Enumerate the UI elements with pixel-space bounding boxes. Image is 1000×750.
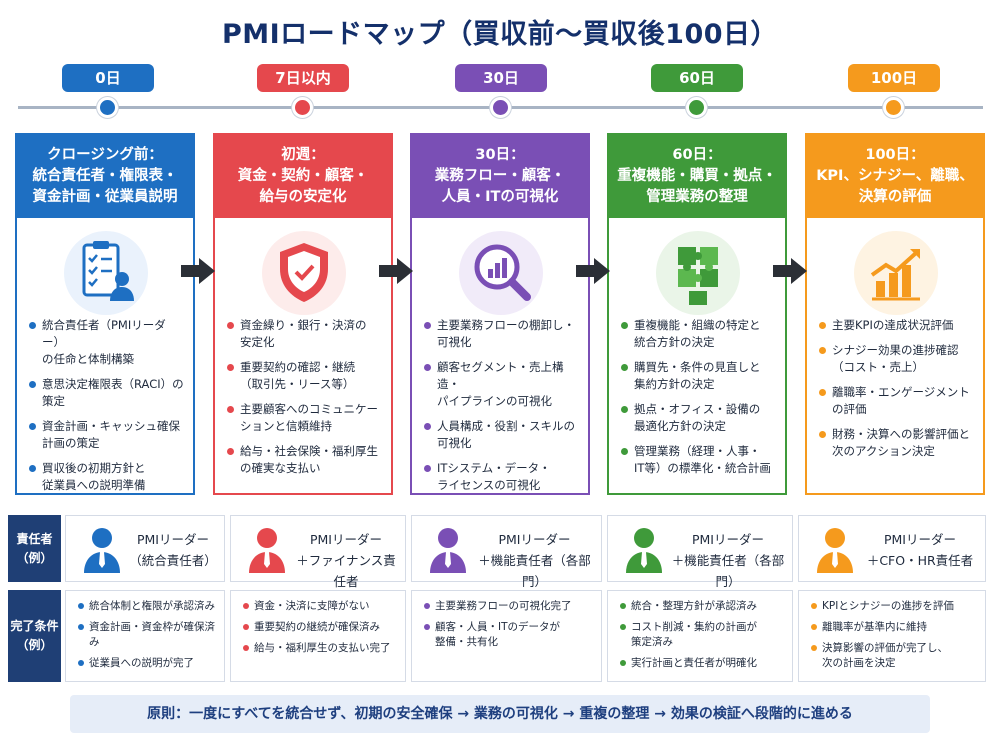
shield-check-icon — [262, 231, 346, 315]
person-icon — [817, 528, 853, 573]
puzzle-pieces-icon — [656, 231, 740, 315]
arrow-right-icon — [181, 258, 215, 284]
completion-cell-1: 資金・決済に支障がない 重要契約の継続が確保済み 給与・福利厚生の支払い完了 — [230, 590, 406, 682]
completion-cell-4: KPIとシナジーの進捗を評価 離職率が基準内に維持 決算影響の評価が完了し、 次… — [798, 590, 986, 682]
phase-task-list: 主要KPIの達成状況評価 シナジー効果の進捗確認 （コスト・売上） 離職率・エン… — [819, 317, 977, 468]
list-item: 主要業務フローの可視化完了 — [424, 599, 601, 614]
phase-card-0: クロージング前： 統合責任者・権限表・ 資金計画・従業員説明 統合責任者（PMI… — [15, 133, 195, 495]
phase-card-4: 100日： KPI、シナジー、離職、 決算の評価 主要KPIの達成状況評価 シナ… — [805, 133, 985, 495]
arrow-right-icon — [773, 258, 807, 284]
responsible-text: PMIリーダー ＋機能責任者（各部門） — [671, 532, 785, 589]
list-item: 給与・福利厚生の支払い完了 — [243, 641, 405, 656]
timeline-label: 0日 — [62, 64, 154, 92]
responsible-text: PMIリーダー ＋CFO・HR責任者 — [866, 532, 974, 568]
phase-task-list: 統合責任者（PMIリーダー） の任命と体制構築 意思決定権限表（RACI）の 策… — [29, 317, 187, 502]
list-item: コスト削減・集約の計画が 策定済み — [620, 620, 792, 650]
arrow-right-icon — [379, 258, 413, 284]
completion-cell-0: 統合体制と権限が承認済み 資金計画・資金枠が確保済み 従業員への説明が完了 — [65, 590, 225, 682]
magnifier-chart-icon — [459, 231, 543, 315]
timeline-dot — [292, 97, 313, 118]
timeline-label: 7日以内 — [257, 64, 349, 92]
list-item: 管理業務（経理・人事・ IT等）の標準化・統合計画 — [621, 443, 779, 477]
phase-task-list: 資金繰り・銀行・決済の 安定化 重要契約の確認・継続 （取引先・リース等） 主要… — [227, 317, 385, 485]
clipboard-checklist-icon — [64, 231, 148, 315]
timeline-marker-4: 100日 — [848, 64, 940, 118]
list-item: 資金計画・キャッシュ確保 計画の策定 — [29, 418, 187, 452]
principle-banner: 原則：一度にすべてを統合せず、初期の安全確保 → 業務の可視化 → 重複の整理 … — [70, 695, 930, 733]
list-item: 資金繰り・銀行・決済の 安定化 — [227, 317, 385, 351]
phase-title: 60日： 重複機能・購買・拠点・ 管理業務の整理 — [609, 135, 785, 218]
arrow-right-icon — [576, 258, 610, 284]
list-item: 従業員への説明が完了 — [78, 656, 224, 671]
list-item: 主要業務フローの棚卸し・ 可視化 — [424, 317, 582, 351]
list-item: 買収後の初期方針と 従業員への説明準備 — [29, 460, 187, 494]
timeline-marker-0: 0日 — [62, 64, 154, 118]
responsible-cell-1: PMIリーダー ＋ファイナンス責任者 — [230, 515, 406, 589]
responsible-cell-0: PMIリーダー （統合責任者） — [65, 515, 225, 582]
list-item: 重要契約の確認・継続 （取引先・リース等） — [227, 359, 385, 393]
list-item: 購買先・条件の見直しと 集約方針の決定 — [621, 359, 779, 393]
timeline-label: 60日 — [651, 64, 743, 92]
responsible-cell-4: PMIリーダー ＋CFO・HR責任者 — [798, 515, 986, 582]
phase-title: クロージング前： 統合責任者・権限表・ 資金計画・従業員説明 — [17, 135, 193, 218]
list-item: 重複機能・組織の特定と 統合方針の決定 — [621, 317, 779, 351]
phase-card-1: 初週： 資金・契約・顧客・ 給与の安定化 資金繰り・銀行・決済の 安定化 重要契… — [213, 133, 393, 495]
list-item: シナジー効果の進捗確認 （コスト・売上） — [819, 342, 977, 376]
timeline-label: 30日 — [455, 64, 547, 92]
responsible-row-label: 責任者 （例） — [8, 515, 61, 582]
timeline-marker-1: 7日以内 — [257, 64, 349, 118]
list-item: 統合責任者（PMIリーダー） の任命と体制構築 — [29, 317, 187, 368]
completion-cell-3: 統合・整理方針が承認済み コスト削減・集約の計画が 策定済み 実行計画と責任者が… — [607, 590, 793, 682]
list-item: 意思決定権限表（RACI）の 策定 — [29, 376, 187, 410]
list-item: 資金・決済に支障がない — [243, 599, 405, 614]
timeline-dot — [686, 97, 707, 118]
person-icon — [249, 528, 285, 573]
list-item: KPIとシナジーの進捗を評価 — [811, 599, 985, 614]
responsible-cell-2: PMIリーダー ＋機能責任者（各部門） — [411, 515, 602, 589]
responsible-text: PMIリーダー ＋機能責任者（各部門） — [478, 532, 591, 589]
list-item: 財務・決算への影響評価と 次のアクション決定 — [819, 426, 977, 460]
growth-chart-icon — [854, 231, 938, 315]
list-item: 主要KPIの達成状況評価 — [819, 317, 977, 334]
phase-task-list: 重複機能・組織の特定と 統合方針の決定 購買先・条件の見直しと 集約方針の決定 … — [621, 317, 779, 485]
phase-title: 初週： 資金・契約・顧客・ 給与の安定化 — [215, 135, 391, 218]
timeline-marker-2: 30日 — [455, 64, 547, 118]
timeline-dot — [883, 97, 904, 118]
phase-card-3: 60日： 重複機能・購買・拠点・ 管理業務の整理 重複機能・組織の特定と 統合方… — [607, 133, 787, 495]
list-item: 決算影響の評価が完了し、 次の計画を決定 — [811, 641, 985, 671]
person-icon — [430, 528, 466, 573]
list-item: 人員構成・役割・スキルの 可視化 — [424, 418, 582, 452]
list-item: 顧客・人員・ITのデータが 整備・共有化 — [424, 620, 601, 650]
list-item: 離職率が基準内に維持 — [811, 620, 985, 635]
list-item: 顧客セグメント・売上構造・ パイプラインの可視化 — [424, 359, 582, 410]
list-item: 統合体制と権限が承認済み — [78, 599, 224, 614]
responsible-cell-3: PMIリーダー ＋機能責任者（各部門） — [607, 515, 793, 589]
person-icon — [626, 528, 662, 573]
phase-task-list: 主要業務フローの棚卸し・ 可視化 顧客セグメント・売上構造・ パイプラインの可視… — [424, 317, 582, 502]
responsible-text: PMIリーダー ＋ファイナンス責任者 — [296, 532, 396, 589]
list-item: 離職率・エンゲージメント の評価 — [819, 384, 977, 418]
list-item: 重要契約の継続が確保済み — [243, 620, 405, 635]
list-item: 主要顧客へのコミュニケー ションと信頼維持 — [227, 401, 385, 435]
timeline-label: 100日 — [848, 64, 940, 92]
responsible-text: PMIリーダー （統合責任者） — [129, 532, 217, 568]
list-item: 資金計画・資金枠が確保済み — [78, 620, 224, 650]
phase-card-2: 30日： 業務フロー・顧客・ 人員・ITの可視化 主要業務フローの棚卸し・ 可視… — [410, 133, 590, 495]
completion-row-label: 完了条件 （例） — [8, 590, 61, 682]
completion-cell-2: 主要業務フローの可視化完了 顧客・人員・ITのデータが 整備・共有化 — [411, 590, 602, 682]
list-item: 拠点・オフィス・設備の 最適化方針の決定 — [621, 401, 779, 435]
list-item: 統合・整理方針が承認済み — [620, 599, 792, 614]
list-item: ITシステム・データ・ ライセンスの可視化 — [424, 460, 582, 494]
timeline-marker-3: 60日 — [651, 64, 743, 118]
timeline-dot — [490, 97, 511, 118]
phase-title: 100日： KPI、シナジー、離職、 決算の評価 — [807, 135, 983, 218]
person-icon — [84, 528, 120, 573]
list-item: 給与・社会保険・福利厚生 の確実な支払い — [227, 443, 385, 477]
page-title: PMIロードマップ（買収前〜買収後100日） — [221, 19, 779, 50]
timeline-dot — [97, 97, 118, 118]
phase-title: 30日： 業務フロー・顧客・ 人員・ITの可視化 — [412, 135, 588, 218]
list-item: 実行計画と責任者が明確化 — [620, 656, 792, 671]
